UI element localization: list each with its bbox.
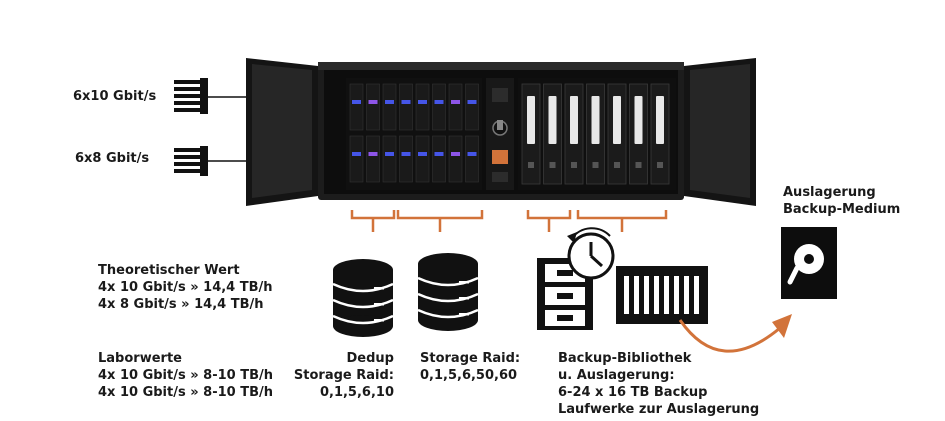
offsite-arrow — [678, 314, 792, 353]
drive-led — [418, 100, 427, 104]
drive-led — [418, 152, 427, 156]
port-label-bottom: 6x8 Gbit/s — [75, 151, 150, 166]
drive-led — [451, 100, 460, 104]
tape-drive-led — [614, 162, 620, 168]
library-block: Backup-Bibliothek u. Auslagerung: 6-24 x… — [558, 350, 759, 418]
offsite-label-line1: Auslagerung — [783, 185, 876, 200]
database-icon-storage — [417, 253, 479, 331]
library-slot — [664, 276, 669, 314]
drive-led — [352, 100, 361, 104]
drive-led — [434, 152, 444, 156]
drive-bay — [399, 83, 413, 131]
storage-line1: Storage Raid: — [420, 351, 521, 366]
tape-drive-led — [657, 162, 663, 168]
drive-bay — [382, 135, 397, 183]
drive-bay — [432, 135, 446, 183]
server-rack-image — [246, 58, 756, 206]
theoretical-title: Theoretischer Wert — [98, 263, 240, 278]
drive-led — [451, 152, 460, 156]
drive-led — [385, 100, 394, 104]
library-line1: Backup-Bibliothek — [558, 351, 692, 366]
drive-led — [401, 152, 411, 156]
tape-drive-slot — [613, 96, 621, 144]
dedup-block: Dedup Storage Raid: 0,1,5,6,10 — [276, 350, 394, 401]
backup-disk-icon — [781, 227, 837, 299]
drive-bay — [366, 135, 380, 183]
theoretical-line1: 4x 10 Gbit/s » 14,4 TB/h — [98, 280, 273, 295]
library-slot — [674, 276, 679, 314]
dedup-line3: 0,1,5,6,10 — [319, 385, 394, 400]
drive-bay — [465, 135, 479, 183]
drive-led — [368, 152, 378, 156]
drive-led — [467, 152, 477, 156]
drive-led — [434, 100, 444, 104]
lab-block: Laborwerte 4x 10 Gbit/s » 8-10 TB/h 4x 1… — [98, 350, 273, 401]
bracket-dedup — [350, 210, 396, 232]
drive-bay — [399, 135, 413, 183]
library-line2: u. Auslagerung: — [558, 368, 675, 383]
offsite-label-line2: Backup-Medium — [783, 202, 901, 217]
drive-bay — [366, 83, 380, 131]
tape-drive-slot — [656, 96, 664, 144]
theoretical-block: Theoretischer Wert 4x 10 Gbit/s » 14,4 T… — [98, 262, 273, 313]
tape-drive-slot — [527, 96, 535, 144]
tape-drive-slot — [570, 96, 578, 144]
tape-library-icon — [616, 266, 708, 324]
lab-line2: 4x 10 Gbit/s » 8-10 TB/h — [98, 385, 273, 400]
drive-led — [352, 152, 361, 156]
tape-drive-slot — [591, 96, 600, 144]
drive-bay — [448, 135, 463, 183]
tape-drive-led — [571, 162, 577, 168]
drive-bay — [382, 83, 397, 131]
library-line3: 6-24 x 16 TB Backup — [558, 385, 708, 400]
tape-drive-led — [635, 162, 642, 168]
tape-drive-slot — [634, 96, 643, 144]
library-slot — [684, 276, 689, 314]
library-slot — [644, 276, 649, 314]
library-slot — [624, 276, 629, 314]
drive-bay — [349, 135, 364, 183]
drive-bay — [448, 83, 463, 131]
dedup-line2: Storage Raid: — [293, 368, 394, 383]
network-port-icon-bottom — [174, 146, 258, 176]
library-line4: Laufwerke zur Auslagerung — [558, 402, 760, 417]
bracket-storage — [396, 210, 484, 232]
clock-icon — [567, 227, 615, 280]
drive-bay — [432, 83, 446, 131]
database-icon-dedup — [332, 259, 394, 337]
drive-bay — [415, 83, 430, 131]
tape-drive-led — [592, 162, 599, 168]
lab-title: Laborwerte — [98, 351, 182, 366]
drive-bay — [415, 135, 430, 183]
drive-led — [368, 100, 378, 104]
library-slot — [694, 276, 699, 314]
drive-bay — [465, 83, 479, 131]
bracket-library-left — [526, 210, 572, 232]
tape-drive-led — [549, 162, 556, 168]
bracket-library-right — [576, 210, 668, 232]
offsite-label: Auslagerung Backup-Medium — [783, 184, 900, 218]
dedup-line1: Dedup — [346, 351, 394, 366]
tape-drive-slot — [548, 96, 557, 144]
theoretical-line2: 4x 8 Gbit/s » 14,4 TB/h — [98, 297, 264, 312]
port-label-top: 6x10 Gbit/s — [73, 89, 157, 104]
drive-led — [467, 100, 477, 104]
storage-line2: 0,1,5,6,50,60 — [420, 368, 518, 383]
library-slot — [634, 276, 639, 314]
drive-bay — [349, 83, 364, 131]
storage-block: Storage Raid: 0,1,5,6,50,60 — [420, 350, 520, 384]
drive-led — [385, 152, 394, 156]
lab-line1: 4x 10 Gbit/s » 8-10 TB/h — [98, 368, 273, 383]
network-port-icon-top — [174, 78, 258, 114]
drive-led — [401, 100, 411, 104]
tape-drive-led — [528, 162, 534, 168]
library-slot — [654, 276, 659, 314]
